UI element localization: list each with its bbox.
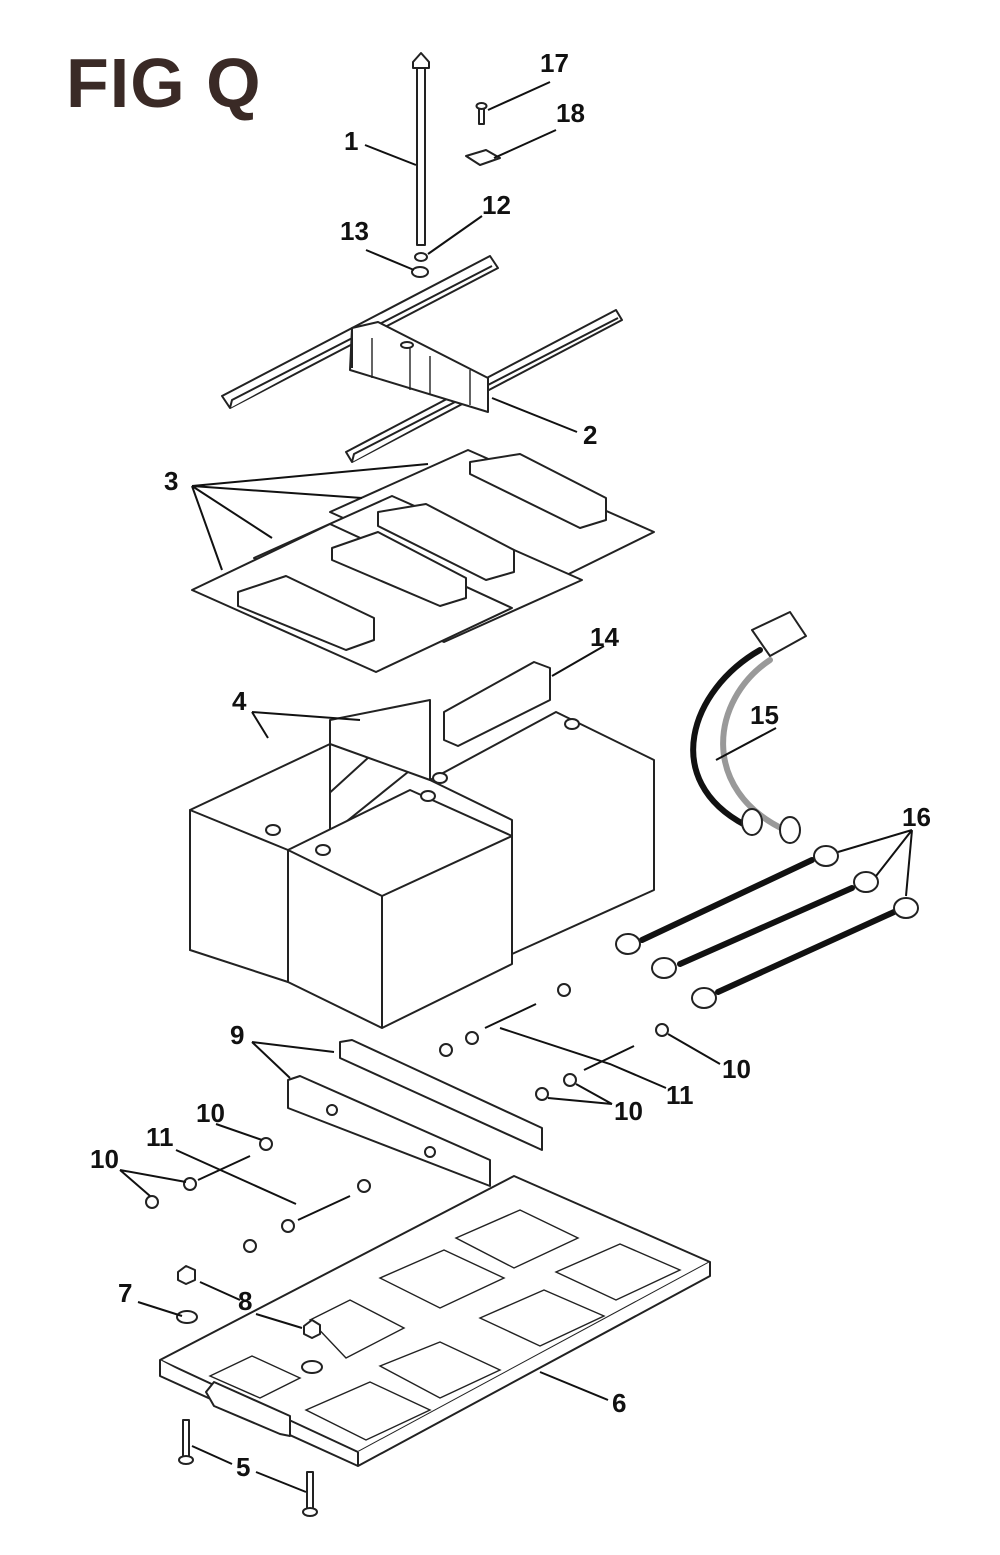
callout-1: 1 — [344, 126, 358, 156]
callout-10-a: 10 — [722, 1054, 751, 1084]
part-rod — [412, 52, 430, 246]
callout-9: 9 — [230, 1020, 244, 1050]
callout-2: 2 — [583, 420, 597, 450]
part-rods-left — [145, 1137, 371, 1253]
callout-labels: 1 2 3 4 5 6 7 8 9 10 10 10 10 11 11 12 1… — [90, 48, 931, 1482]
part-battery-rails — [287, 1039, 543, 1187]
part-washer-13 — [411, 266, 429, 278]
callout-5: 5 — [236, 1452, 250, 1482]
part-cables-16 — [615, 845, 919, 1009]
callout-11-a: 11 — [666, 1080, 694, 1110]
callout-10-c: 10 — [196, 1098, 225, 1128]
callout-14: 14 — [590, 622, 619, 652]
part-nut-8b — [303, 1319, 321, 1339]
part-trays — [191, 449, 655, 673]
callout-10-d: 10 — [90, 1144, 119, 1174]
callout-16: 16 — [902, 802, 931, 832]
part-washer-7b — [301, 1360, 323, 1374]
callout-17: 17 — [540, 48, 569, 78]
part-hold-down-frame — [221, 255, 623, 463]
figure-title: FIG Q — [66, 44, 262, 122]
part-batteries — [189, 699, 655, 1029]
callout-12: 12 — [482, 190, 511, 220]
callout-6: 6 — [612, 1388, 626, 1418]
callout-13: 13 — [340, 216, 369, 246]
part-nut-8 — [177, 1265, 196, 1285]
part-battery-tray — [159, 1175, 711, 1467]
part-rods-right — [439, 983, 669, 1101]
part-washer-7 — [176, 1310, 198, 1324]
part-bolts-5 — [178, 1419, 318, 1517]
callout-10-b: 10 — [614, 1096, 643, 1126]
callout-15: 15 — [750, 700, 779, 730]
callout-7: 7 — [118, 1278, 132, 1308]
part-pin-17 — [475, 102, 488, 125]
leader-lines — [119, 81, 913, 1493]
callout-11-b: 11 — [146, 1122, 174, 1152]
callout-8: 8 — [238, 1286, 252, 1316]
part-washer-12 — [414, 252, 428, 262]
part-cable-15 — [690, 611, 807, 844]
callout-3: 3 — [164, 466, 178, 496]
part-plate-18 — [465, 149, 501, 166]
callout-18: 18 — [556, 98, 585, 128]
callout-4: 4 — [232, 686, 247, 716]
